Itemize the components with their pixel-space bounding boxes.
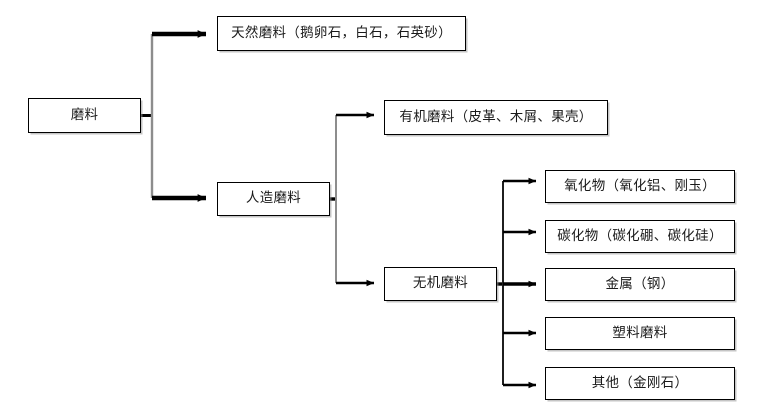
node-metal: 金属（钢） xyxy=(545,268,735,301)
node-inorganic-abrasive-label: 无机磨料 xyxy=(412,275,469,292)
edge-group-inorganic xyxy=(497,177,537,389)
node-root-label: 磨料 xyxy=(70,106,99,123)
node-plastic-abrasive-label: 塑料磨料 xyxy=(612,324,668,341)
node-inorganic-abrasive: 无机磨料 xyxy=(384,267,497,301)
node-carbide: 碳化物（碳化硼、碳化硅） xyxy=(545,220,735,253)
node-other: 其他（金刚石） xyxy=(545,367,735,400)
node-artificial-abrasive: 人造磨料 xyxy=(217,182,330,216)
node-plastic-abrasive: 塑料磨料 xyxy=(545,317,735,350)
edge-group-root xyxy=(141,30,207,202)
node-natural-abrasive: 天然磨料（鹅卵石，白石，石英砂） xyxy=(217,16,466,51)
node-carbide-label: 碳化物（碳化硼、碳化硅） xyxy=(557,227,723,244)
node-oxide: 氧化物（氧化铝、刚玉） xyxy=(545,170,735,203)
node-other-label: 其他（金刚石） xyxy=(591,374,689,391)
node-organic-abrasive-label: 有机磨料（皮革、木屑、果壳） xyxy=(399,108,593,125)
node-root: 磨料 xyxy=(28,98,141,133)
node-artificial-abrasive-label: 人造磨料 xyxy=(245,190,302,207)
edge-group-artificial xyxy=(330,111,375,287)
node-natural-abrasive-label: 天然磨料（鹅卵石，白石，石英砂） xyxy=(231,24,452,41)
node-oxide-label: 氧化物（氧化铝、刚玉） xyxy=(564,177,716,194)
node-metal-label: 金属（钢） xyxy=(605,275,675,292)
node-organic-abrasive: 有机磨料（皮革、木屑、果壳） xyxy=(384,100,608,135)
